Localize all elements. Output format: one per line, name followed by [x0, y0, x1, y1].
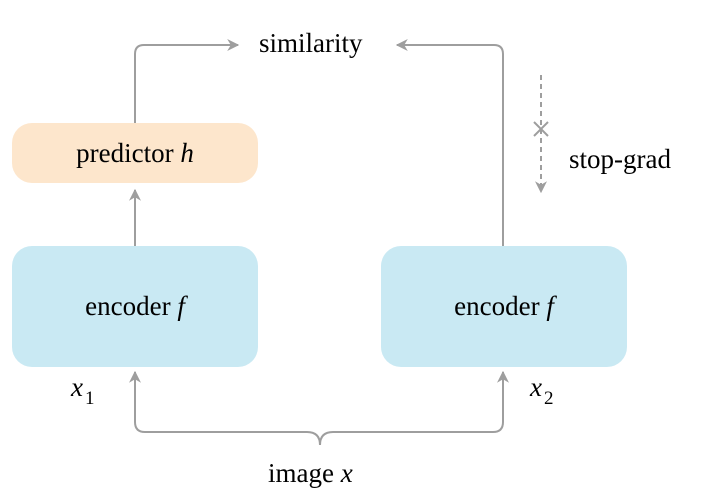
image-symbol: x [340, 458, 353, 488]
similarity-label: similarity [259, 28, 363, 58]
arrow-predictor-to-similarity [134, 39, 240, 123]
x1-variable: x [71, 372, 83, 402]
arrow-image-to-encoder-left [129, 370, 321, 446]
predictor-symbol: h [180, 137, 194, 168]
image-text: image [268, 458, 334, 488]
predictor-box: predictor h [12, 123, 258, 183]
stop-grad-cross-icon [533, 121, 549, 137]
encoder-left-box: encoder f [12, 246, 258, 367]
encoder-right-label: encoder [454, 291, 540, 321]
image-label: image x [268, 458, 353, 489]
x1-subscript: 1 [84, 388, 95, 409]
x2-variable: x [530, 372, 542, 402]
arrow-image-to-encoder-right [319, 370, 509, 446]
encoder-right-symbol: f [546, 291, 554, 321]
arrow-encoder-to-similarity [395, 39, 504, 246]
encoder-left-symbol: f [177, 291, 185, 321]
x2-subscript: 2 [543, 388, 554, 409]
stop-grad-label: stop-grad [569, 144, 671, 174]
encoder-left-label: encoder [85, 291, 171, 321]
predictor-label: predictor [76, 137, 174, 168]
encoder-right-box: encoder f [381, 246, 627, 367]
